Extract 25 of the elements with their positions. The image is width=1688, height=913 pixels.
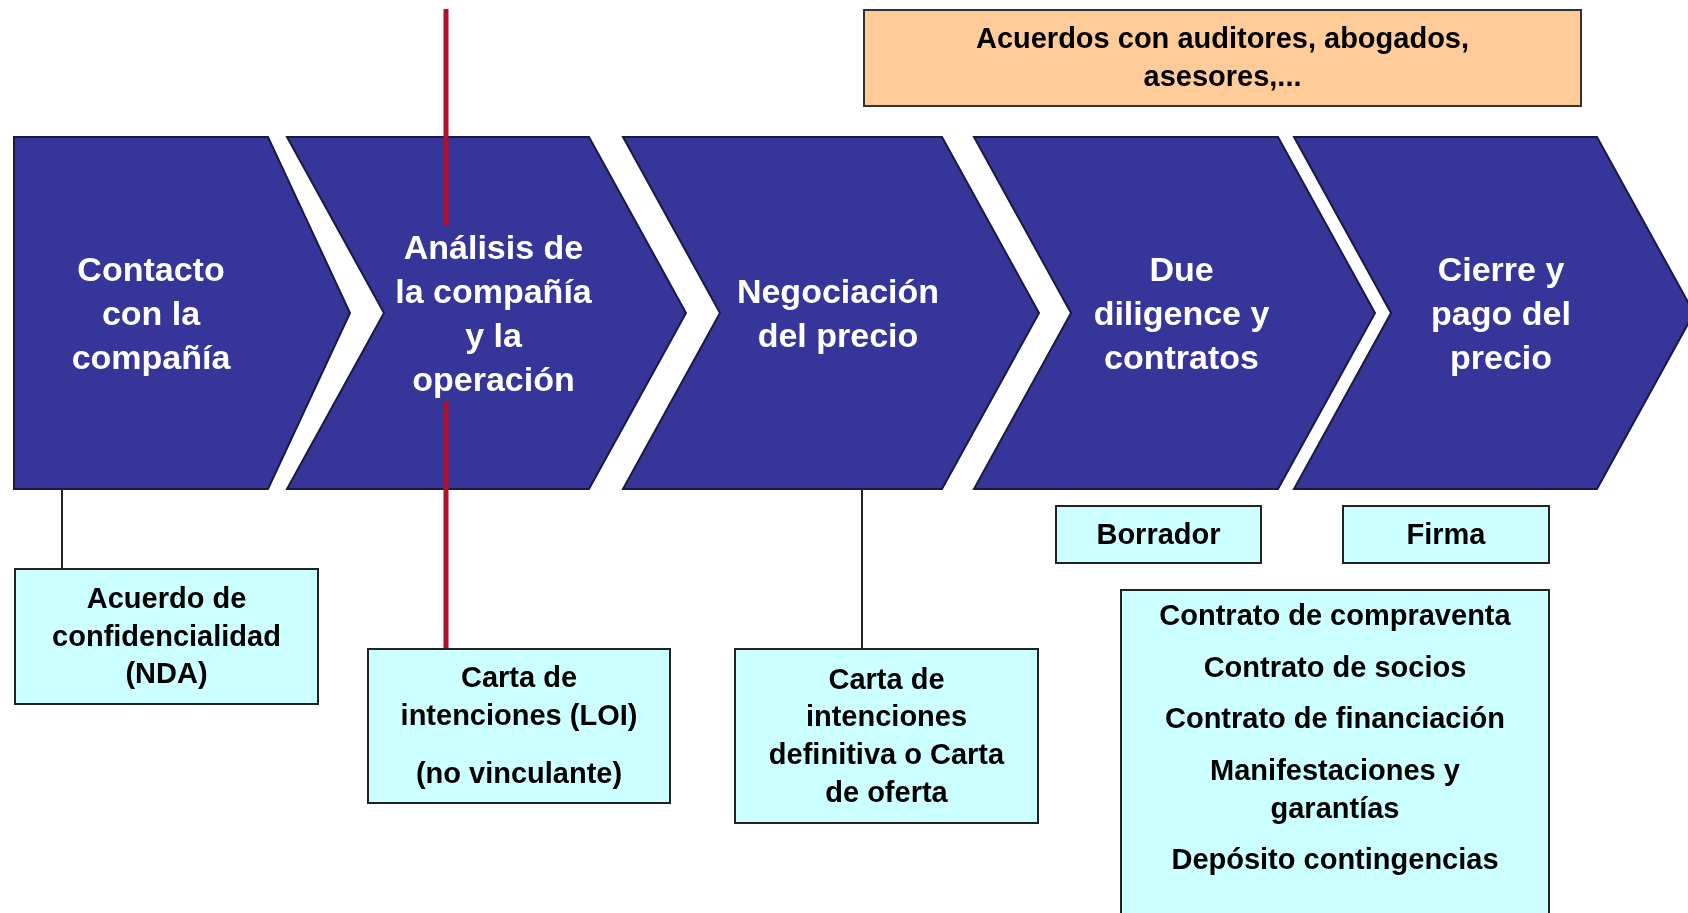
connector-line	[61, 488, 63, 569]
document-label: (no vinculante)	[415, 755, 623, 791]
document-box	[1055, 505, 1262, 564]
document-label: Contrato de financiación	[1165, 701, 1505, 737]
document-label: Depósito contingencias	[1171, 842, 1499, 878]
document-box	[367, 648, 671, 804]
document-label: Borrador	[1096, 516, 1221, 552]
note-box	[863, 9, 1582, 107]
document-label: Carta de intenciones definitiva o Carta de oferta	[767, 661, 1006, 810]
document-box	[1120, 589, 1550, 913]
process-step	[1294, 137, 1688, 489]
document-label: Manifestaciones y garantías	[1209, 753, 1461, 826]
document-box	[14, 568, 319, 705]
process-step	[623, 137, 1039, 489]
process-step	[14, 137, 350, 489]
document-label: Contrato de socios	[1203, 649, 1467, 685]
document-label: Contrato de compraventa	[1159, 598, 1511, 633]
connector-line	[861, 488, 863, 649]
document-box	[1342, 505, 1550, 564]
document-label: Acuerdos con auditores, abogados, asesores,...	[975, 21, 1470, 94]
document-label: Firma	[1406, 516, 1486, 552]
process-step	[287, 137, 686, 489]
document-box	[734, 648, 1039, 824]
document-label: Carta de intenciones (LOI)	[399, 660, 639, 734]
document-label: Acuerdo de confidencialidad (NDA)	[51, 580, 282, 692]
